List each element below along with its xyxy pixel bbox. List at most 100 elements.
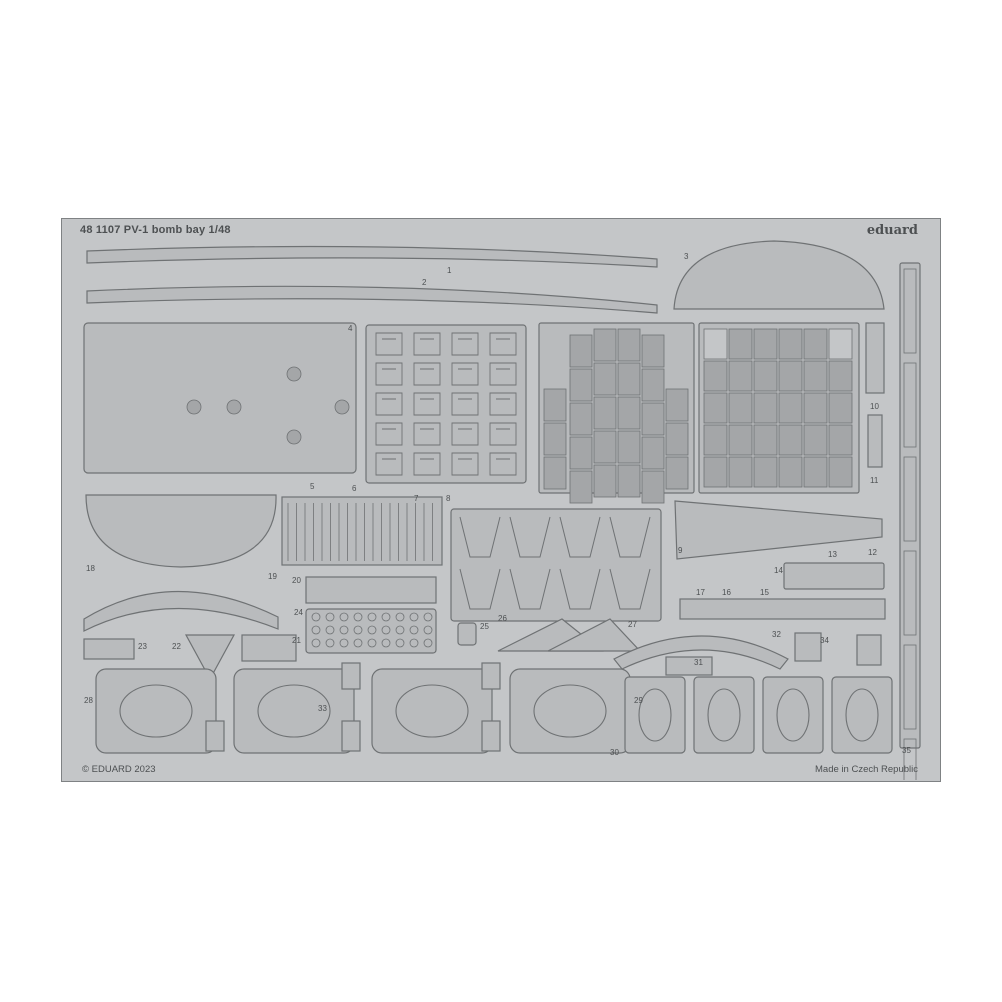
part-28-frame-4 bbox=[509, 668, 631, 754]
part-number-label: 26 bbox=[498, 614, 507, 623]
bay-cell bbox=[803, 456, 828, 488]
bay-cell bbox=[803, 424, 828, 456]
part-number-label: 14 bbox=[774, 566, 783, 575]
bay-cell bbox=[569, 436, 593, 470]
hole bbox=[423, 625, 433, 635]
clip-outline bbox=[375, 362, 403, 386]
hole bbox=[381, 612, 391, 622]
bay-cell bbox=[703, 328, 728, 360]
part-number-label: 12 bbox=[868, 548, 877, 557]
bay-cell bbox=[569, 368, 593, 402]
hole bbox=[381, 638, 391, 648]
bay-cell bbox=[703, 392, 728, 424]
part-28-frame-2 bbox=[233, 668, 355, 754]
panel-hole bbox=[226, 399, 242, 415]
bay-cell bbox=[753, 360, 778, 392]
hole bbox=[311, 625, 321, 635]
bay-cell bbox=[728, 328, 753, 360]
frame-window bbox=[257, 684, 331, 738]
clip-outline bbox=[451, 332, 479, 356]
bay-cell bbox=[569, 334, 593, 368]
bay-cell bbox=[778, 328, 803, 360]
part-14-plate bbox=[783, 562, 885, 590]
part-30-frame-3 bbox=[762, 676, 824, 754]
hole bbox=[381, 625, 391, 635]
frame-window bbox=[707, 688, 741, 742]
bracket-outline bbox=[609, 568, 651, 610]
part-number-label: 23 bbox=[138, 642, 147, 651]
column-segment bbox=[903, 268, 917, 354]
bay-cell bbox=[543, 388, 567, 422]
part-number-label: 34 bbox=[820, 636, 829, 645]
bay-cell bbox=[753, 456, 778, 488]
hole bbox=[409, 638, 419, 648]
hole bbox=[325, 612, 335, 622]
bay-cell bbox=[778, 392, 803, 424]
frame-window bbox=[119, 684, 193, 738]
part-number-label: 1 bbox=[447, 266, 452, 275]
bay-cell bbox=[703, 456, 728, 488]
part-28-frame-3 bbox=[371, 668, 493, 754]
bracket-outline bbox=[459, 568, 501, 610]
part-number-label: 29 bbox=[634, 696, 643, 705]
part-number-label: 4 bbox=[348, 324, 353, 333]
clip-outline bbox=[375, 332, 403, 356]
part-20-plate bbox=[305, 576, 437, 604]
bay-cell bbox=[641, 334, 665, 368]
clip-outline bbox=[413, 392, 441, 416]
bay-cell bbox=[778, 456, 803, 488]
bay-cell bbox=[665, 422, 689, 456]
photo-etch-fret: 48 1107 PV-1 bomb bay 1/48 eduard © EDUA… bbox=[61, 218, 941, 782]
part-number-label: 31 bbox=[694, 658, 703, 667]
part-number-label: 16 bbox=[722, 588, 731, 597]
bay-cell bbox=[665, 456, 689, 490]
bay-cell bbox=[617, 430, 641, 464]
part-24-plate bbox=[305, 608, 437, 654]
bay-cell bbox=[593, 430, 617, 464]
part-30-frame-2 bbox=[693, 676, 755, 754]
bay-cell bbox=[803, 328, 828, 360]
part-25-small bbox=[457, 622, 477, 646]
part-23-block-right bbox=[856, 634, 882, 666]
bay-cell bbox=[665, 388, 689, 422]
part-number-label: 35 bbox=[902, 746, 911, 755]
bay-cell bbox=[728, 424, 753, 456]
part-number-label: 27 bbox=[628, 620, 637, 629]
part-number-label: 11 bbox=[870, 476, 879, 485]
part-15-strip bbox=[679, 598, 886, 620]
part-19-bracket bbox=[83, 590, 279, 632]
clip-outline bbox=[489, 362, 517, 386]
bay-cell bbox=[617, 464, 641, 498]
bay-cell bbox=[569, 402, 593, 436]
bay-grid-cells bbox=[543, 328, 853, 504]
bay-cell bbox=[641, 402, 665, 436]
clip-outline bbox=[451, 362, 479, 386]
hole bbox=[353, 638, 363, 648]
column-segment bbox=[903, 456, 917, 542]
bay-cell bbox=[828, 328, 853, 360]
clip-outline bbox=[489, 452, 517, 476]
clip-outline bbox=[489, 422, 517, 446]
part-29-small-2 bbox=[341, 720, 361, 752]
clip-outline bbox=[413, 452, 441, 476]
bay-cell bbox=[828, 456, 853, 488]
bay-cell bbox=[828, 424, 853, 456]
bay-cell bbox=[617, 362, 641, 396]
part-21-block bbox=[241, 634, 297, 662]
clip-outline bbox=[451, 392, 479, 416]
part-number-label: 19 bbox=[268, 572, 277, 581]
hole bbox=[325, 625, 335, 635]
hole bbox=[339, 638, 349, 648]
hole bbox=[395, 625, 405, 635]
part-4-panel bbox=[83, 322, 357, 474]
panel-hole bbox=[334, 399, 350, 415]
part-29-small-3 bbox=[481, 720, 501, 752]
fret-title: 48 1107 PV-1 bomb bay 1/48 bbox=[80, 224, 231, 236]
bay-cell bbox=[641, 368, 665, 402]
bay-cell bbox=[753, 392, 778, 424]
part-10-strip bbox=[865, 322, 885, 394]
part-33-small-1 bbox=[341, 662, 361, 690]
part-28-frame-1 bbox=[95, 668, 217, 754]
clip-outline bbox=[451, 452, 479, 476]
hole bbox=[423, 638, 433, 648]
